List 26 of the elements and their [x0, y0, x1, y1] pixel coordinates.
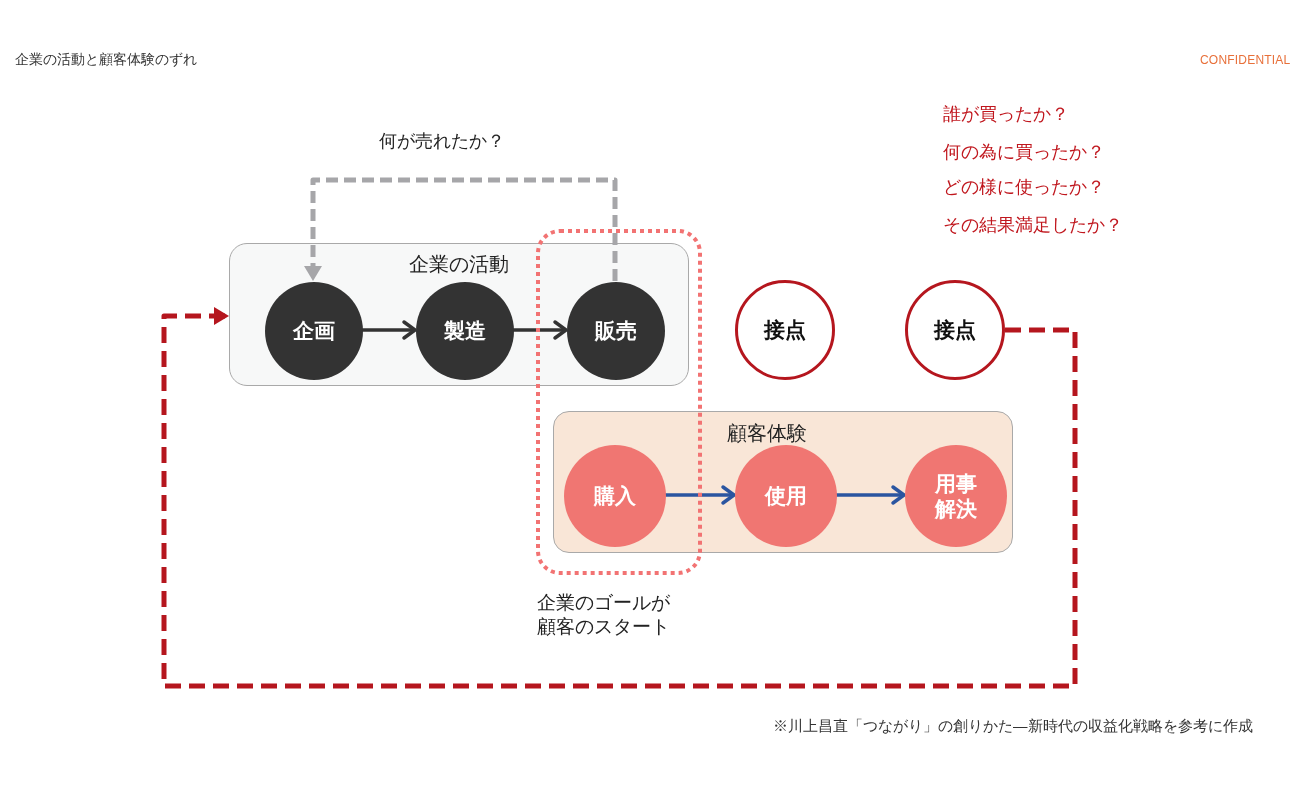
confidential-label: CONFIDENTIAL	[1200, 53, 1291, 67]
dashed-arrow	[161, 307, 1078, 689]
node-label: 製造	[444, 318, 486, 344]
page-title: 企業の活動と顧客体験のずれ	[15, 51, 197, 67]
arrow	[665, 485, 736, 505]
arrow	[362, 320, 417, 340]
node-label: 用事解決	[933, 470, 978, 522]
node-label: 企画	[293, 318, 335, 344]
node-label: 購入	[594, 483, 636, 509]
arrow	[836, 485, 906, 505]
group-panel	[229, 243, 689, 386]
node-label: 接点	[934, 317, 976, 343]
arrow	[513, 320, 568, 340]
question-text: その結果満足したか？	[943, 215, 1123, 235]
callout-text: 企業のゴールが顧客のスタート	[537, 591, 671, 639]
group-panel	[553, 411, 1013, 553]
node-label: 販売	[595, 318, 637, 344]
question-text: 誰が買ったか？	[943, 104, 1069, 124]
question-text: どの様に使ったか？	[943, 177, 1105, 197]
group-title: 企業の活動	[409, 252, 509, 277]
question-text: 何の為に買ったか？	[943, 142, 1105, 162]
node-label: 使用	[765, 483, 807, 509]
source-note: ※川上昌直「つながり」の創りかた―新時代の収益化戦略を参考に作成	[773, 718, 1253, 734]
group-title: 顧客体験	[727, 421, 807, 446]
dashed-arrow	[304, 177, 618, 281]
node-label: 接点	[764, 317, 806, 343]
